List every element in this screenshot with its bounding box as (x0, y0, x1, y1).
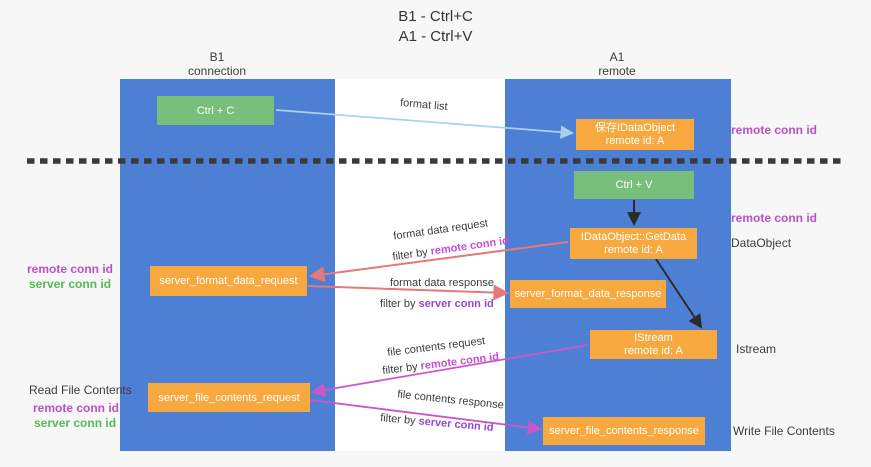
getdata-line1: IDataObject::GetData (580, 230, 687, 243)
format-data-response-filter-label: filter by server conn id (380, 298, 494, 310)
server-conn-id-annotation-bottom-left: server conn id (34, 416, 117, 430)
server-format-data-request-box: server_format_data_request (150, 266, 307, 296)
server-format-data-response-box: server_format_data_response (510, 280, 666, 308)
server-conn-id-text: server conn id (418, 298, 494, 310)
page-title: B1 - Ctrl+C A1 - Ctrl+V (0, 7, 871, 47)
server-file-contents-request-label: server_file_contents_request (158, 391, 300, 404)
istream-annotation: Istream (736, 342, 777, 356)
remote-conn-id-annotation-left: remote conn id (27, 262, 114, 276)
arrow-format-list (275, 109, 575, 139)
write-file-contents-annotation: Write File Contents (733, 424, 835, 438)
lifeline-b1-role: connection (187, 64, 247, 78)
server-file-contents-response-label: server_file_contents_response (549, 425, 699, 437)
arrow-format-data-request (308, 241, 569, 283)
server-file-contents-response-box: server_file_contents_response (543, 417, 705, 445)
ctrl-c-box: Ctrl + C (157, 96, 274, 125)
remote-conn-id-annotation-top: remote conn id (731, 123, 818, 137)
istream-line2: remote id: A (624, 344, 683, 357)
format-data-response-label: format data response (390, 277, 494, 289)
arrow-file-contents-request (310, 344, 589, 398)
idataobject-getdata-box: IDataObject::GetData remote id: A (570, 228, 697, 259)
lifeline-a1-role: remote (598, 64, 636, 78)
dataobject-annotation: DataObject (731, 236, 792, 250)
server-conn-id-annotation-left: server conn id (29, 277, 112, 291)
lifeline-header-b1: B1 connection (157, 50, 277, 78)
remote-conn-id-annotation-bottom-left: remote conn id (33, 401, 120, 415)
title-line-2: A1 - Ctrl+V (398, 28, 473, 45)
lifeline-header-a1: A1 remote (557, 50, 677, 78)
arrow-format-data-response (307, 284, 510, 301)
filter-by-text: filter by (380, 298, 416, 310)
istream-line1: IStream (634, 331, 673, 344)
lane-gap-background (335, 79, 505, 451)
lifeline-a1-name: A1 (609, 50, 625, 64)
getdata-line2: remote id: A (604, 243, 663, 256)
lifeline-b1-name: B1 (209, 50, 225, 64)
server-file-contents-request-box: server_file_contents_request (148, 383, 310, 412)
istream-box: IStream remote id: A (590, 330, 717, 359)
saved-dataobject-box: 保存IDataObject remote id: A (576, 119, 694, 150)
read-file-contents-annotation: Read File Contents (29, 383, 132, 397)
remote-conn-id-annotation-mid: remote conn id (731, 211, 818, 225)
server-format-data-response-label: server_format_data_response (514, 288, 662, 300)
saved-dataobject-line2: remote id: A (605, 134, 665, 147)
arrow-getdata-to-istream (655, 258, 703, 329)
server-format-data-request-label: server_format_data_request (159, 275, 298, 287)
ctrl-v-box: Ctrl + V (574, 171, 694, 199)
saved-dataobject-line1: 保存IDataObject (594, 121, 676, 134)
ctrl-v-label: Ctrl + V (615, 179, 653, 191)
ctrl-c-label: Ctrl + C (196, 104, 235, 117)
title-line-1: B1 - Ctrl+C (398, 8, 473, 25)
arrow-file-contents-response (309, 399, 543, 435)
